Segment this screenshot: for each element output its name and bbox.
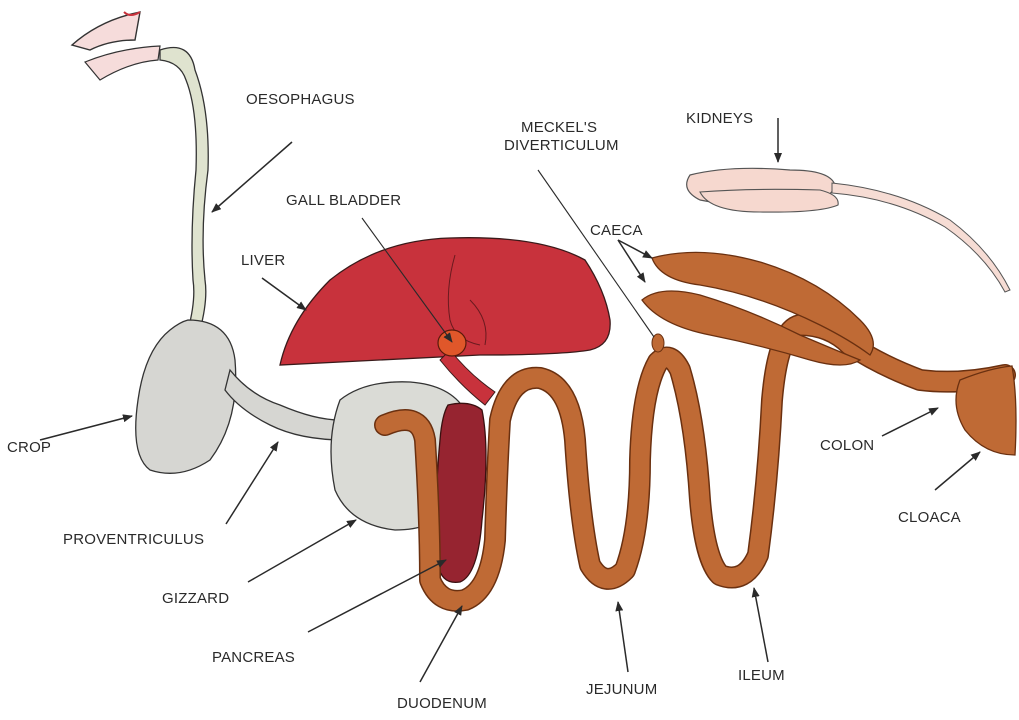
label-gizzard: GIZZARD — [162, 590, 229, 607]
cloaca-arrow — [935, 452, 980, 490]
label-meckels-2: DIVERTICULUM — [504, 137, 619, 154]
label-colon: COLON — [820, 437, 874, 454]
crop-arrow — [40, 416, 132, 440]
colon-arrow — [882, 408, 938, 436]
jejunum-arrow — [618, 602, 628, 672]
beak — [72, 12, 160, 80]
oesophagus — [160, 48, 208, 331]
label-liver: LIVER — [241, 252, 285, 269]
label-ileum: ILEUM — [738, 667, 785, 684]
pancreas-arrow — [308, 560, 446, 632]
label-oesophagus: OESOPHAGUS — [246, 91, 355, 108]
oesophagus-arrow — [212, 142, 292, 212]
gizzard-arrow — [248, 520, 356, 582]
liver-arrow — [262, 278, 306, 310]
label-proventriculus: PROVENTRICULUS — [63, 531, 204, 548]
proventriculus — [225, 370, 345, 440]
label-cloaca: CLOACA — [898, 509, 961, 526]
label-pancreas: PANCREAS — [212, 649, 295, 666]
label-gall-bladder: GALL BLADDER — [286, 192, 401, 209]
ureter — [832, 183, 1010, 292]
crop — [136, 320, 236, 473]
duodenum-arrow — [420, 606, 462, 682]
gall-bladder — [438, 330, 466, 356]
label-crop: CROP — [7, 439, 51, 456]
label-duodenum: DUODENUM — [397, 695, 487, 712]
label-jejunum: JEJUNUM — [586, 681, 657, 698]
pancreas — [436, 403, 486, 582]
cloaca — [956, 366, 1016, 455]
proventriculus-arrow — [226, 442, 278, 524]
ileum-arrow — [754, 588, 768, 662]
label-kidneys: KIDNEYS — [686, 110, 753, 127]
label-caeca: CAECA — [590, 222, 643, 239]
label-meckels-1: MECKEL'S — [521, 119, 597, 136]
